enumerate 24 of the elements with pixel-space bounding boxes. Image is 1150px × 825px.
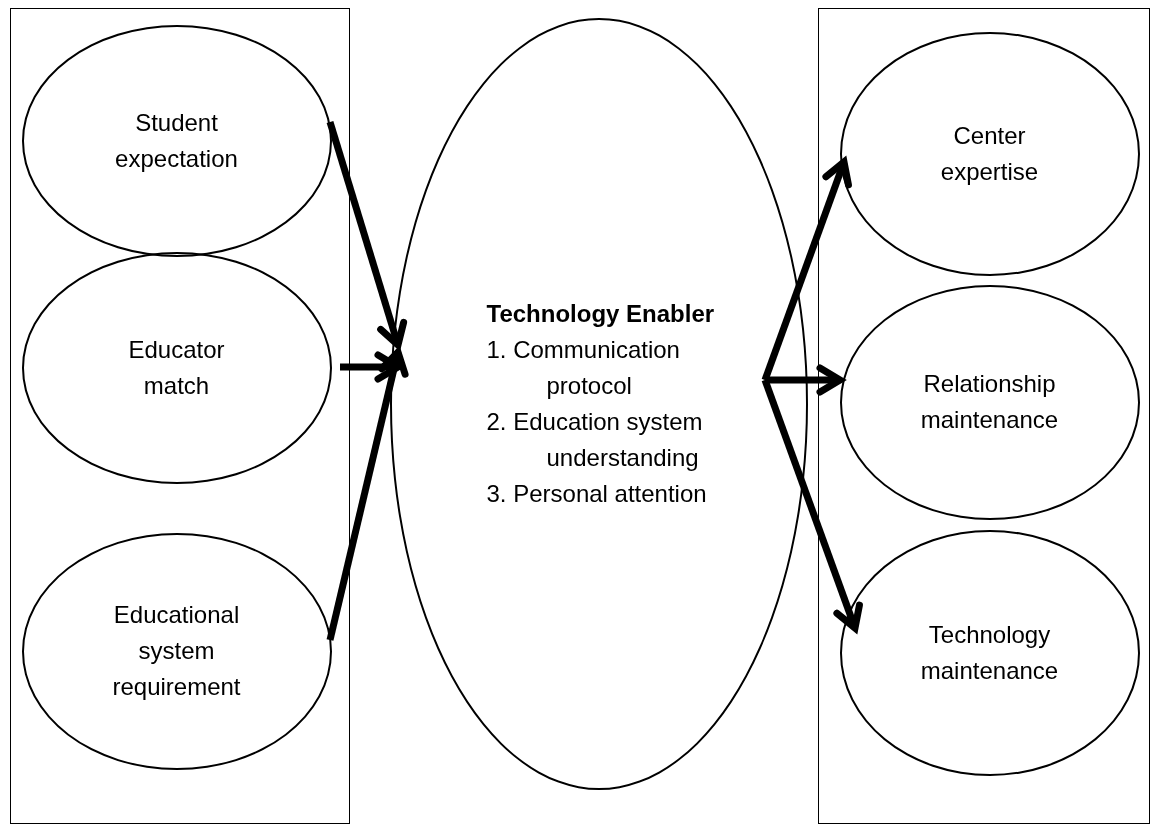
node-label: Educational system requirement <box>111 600 242 702</box>
ellipse-node <box>21 532 332 770</box>
arrow <box>326 121 408 349</box>
group-panel <box>818 8 1150 824</box>
arrow <box>761 158 852 382</box>
node-label: Student expectation <box>114 107 239 174</box>
ellipse-node <box>839 284 1140 520</box>
ellipse-node <box>839 31 1140 276</box>
ellipse-node <box>21 251 332 484</box>
node-label: Educator match <box>127 334 226 401</box>
node-label: Technology maintenance <box>919 619 1060 686</box>
ellipse-node <box>21 24 332 257</box>
arrow <box>326 348 409 641</box>
list-item: 3. Personal attention <box>486 479 708 509</box>
list-item: 2. Education system understanding <box>486 407 704 473</box>
ellipse-node <box>839 529 1140 776</box>
ellipse-node <box>390 18 808 790</box>
arrow <box>761 378 863 632</box>
arrow <box>765 364 844 396</box>
group-panel <box>10 8 350 824</box>
heading: Technology Enabler <box>486 299 716 329</box>
node-label: Center expertise <box>939 120 1040 187</box>
node-label: Relationship maintenance <box>919 369 1060 435</box>
list-item: 1. Communication protocol <box>486 335 681 401</box>
